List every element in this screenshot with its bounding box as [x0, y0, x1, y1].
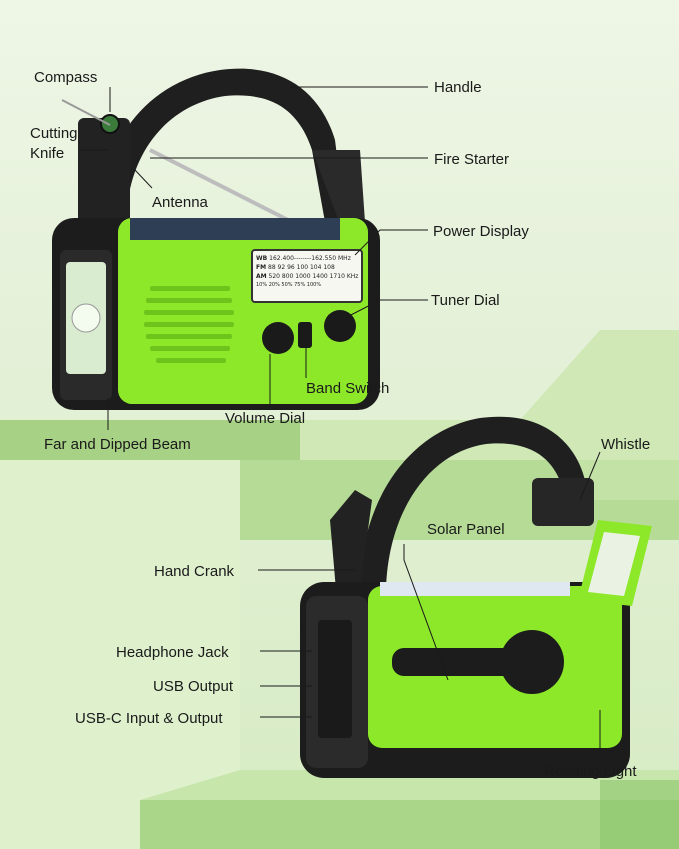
line-tuner-dial	[344, 299, 428, 319]
label-antenna: Antenna	[152, 194, 208, 211]
dial-fm-scale: 88 92 96 100 104 108	[268, 264, 335, 271]
dial-khz: KHz	[346, 273, 359, 280]
port-cover[interactable]	[318, 620, 352, 738]
label-fire-starter: Fire Starter	[434, 151, 510, 168]
band-switch[interactable]	[298, 322, 312, 348]
reading-light-lens	[588, 532, 640, 596]
label-reading-light: Reading Light	[544, 763, 637, 780]
dial-battery: 10% 20% 50% 75% 100%	[256, 282, 322, 288]
label-whistle: Whistle	[601, 436, 651, 453]
label-band-switch: Band Switch	[306, 380, 390, 397]
handle-clip	[312, 150, 365, 224]
dial-mhz: MHz	[338, 255, 351, 262]
label-solar-panel: Solar Panel	[427, 521, 505, 538]
antenna-tip	[61, 99, 111, 126]
label-headphone-jack: Headphone Jack	[116, 644, 229, 661]
line-power-display	[354, 229, 428, 256]
label-power-display: Power Display	[433, 223, 529, 240]
label-handle: Handle	[434, 79, 482, 96]
flashlight-bulb-icon	[71, 303, 101, 333]
handle-strap-back	[360, 416, 592, 590]
label-cutting-knife-line2: Knife	[30, 145, 65, 162]
dial-am-scale: 520 800 1000 1400 1710	[268, 273, 345, 280]
line-whistle	[579, 451, 601, 501]
label-usbc-io: USB-C Input & Output	[75, 710, 223, 727]
hand-crank-arm	[330, 490, 372, 590]
dial-wb: WB	[256, 255, 268, 262]
handle-strap	[100, 68, 345, 222]
platform-bottom-corner	[600, 780, 679, 849]
crank-handle[interactable]	[392, 648, 532, 676]
dial-text: WB 162.400--------162.550 MHz FM 88 92 9…	[256, 254, 360, 290]
speaker-grill	[144, 286, 234, 363]
label-tuner-dial: Tuner Dial	[431, 292, 500, 309]
label-volume-dial: Volume Dial	[225, 410, 306, 427]
platform-left-wall	[0, 460, 240, 849]
platform-top-front	[0, 420, 300, 460]
label-compass: Compass	[34, 69, 98, 86]
solar-strip	[130, 218, 340, 240]
side-accessory-column	[78, 118, 130, 238]
label-usb-output: USB Output	[153, 678, 234, 695]
dial-fm: FM	[256, 264, 267, 271]
label-hand-crank: Hand Crank	[154, 563, 235, 580]
tuner-knob[interactable]	[324, 310, 356, 342]
dial-wb-range: 162.400--------162.550	[269, 255, 337, 262]
whistle-clip	[532, 478, 594, 526]
solar-panel	[380, 582, 570, 596]
platform-bottom-front	[140, 800, 679, 849]
dial-am: AM	[256, 273, 267, 280]
label-cutting-knife-line1: Cutting	[30, 125, 78, 142]
line-antenna	[134, 169, 153, 189]
label-far-dipped-beam: Far and Dipped Beam	[44, 436, 191, 453]
volume-knob[interactable]	[262, 322, 294, 354]
antenna	[149, 148, 293, 224]
tuning-display	[251, 249, 363, 303]
line-solar-panel	[403, 544, 449, 681]
